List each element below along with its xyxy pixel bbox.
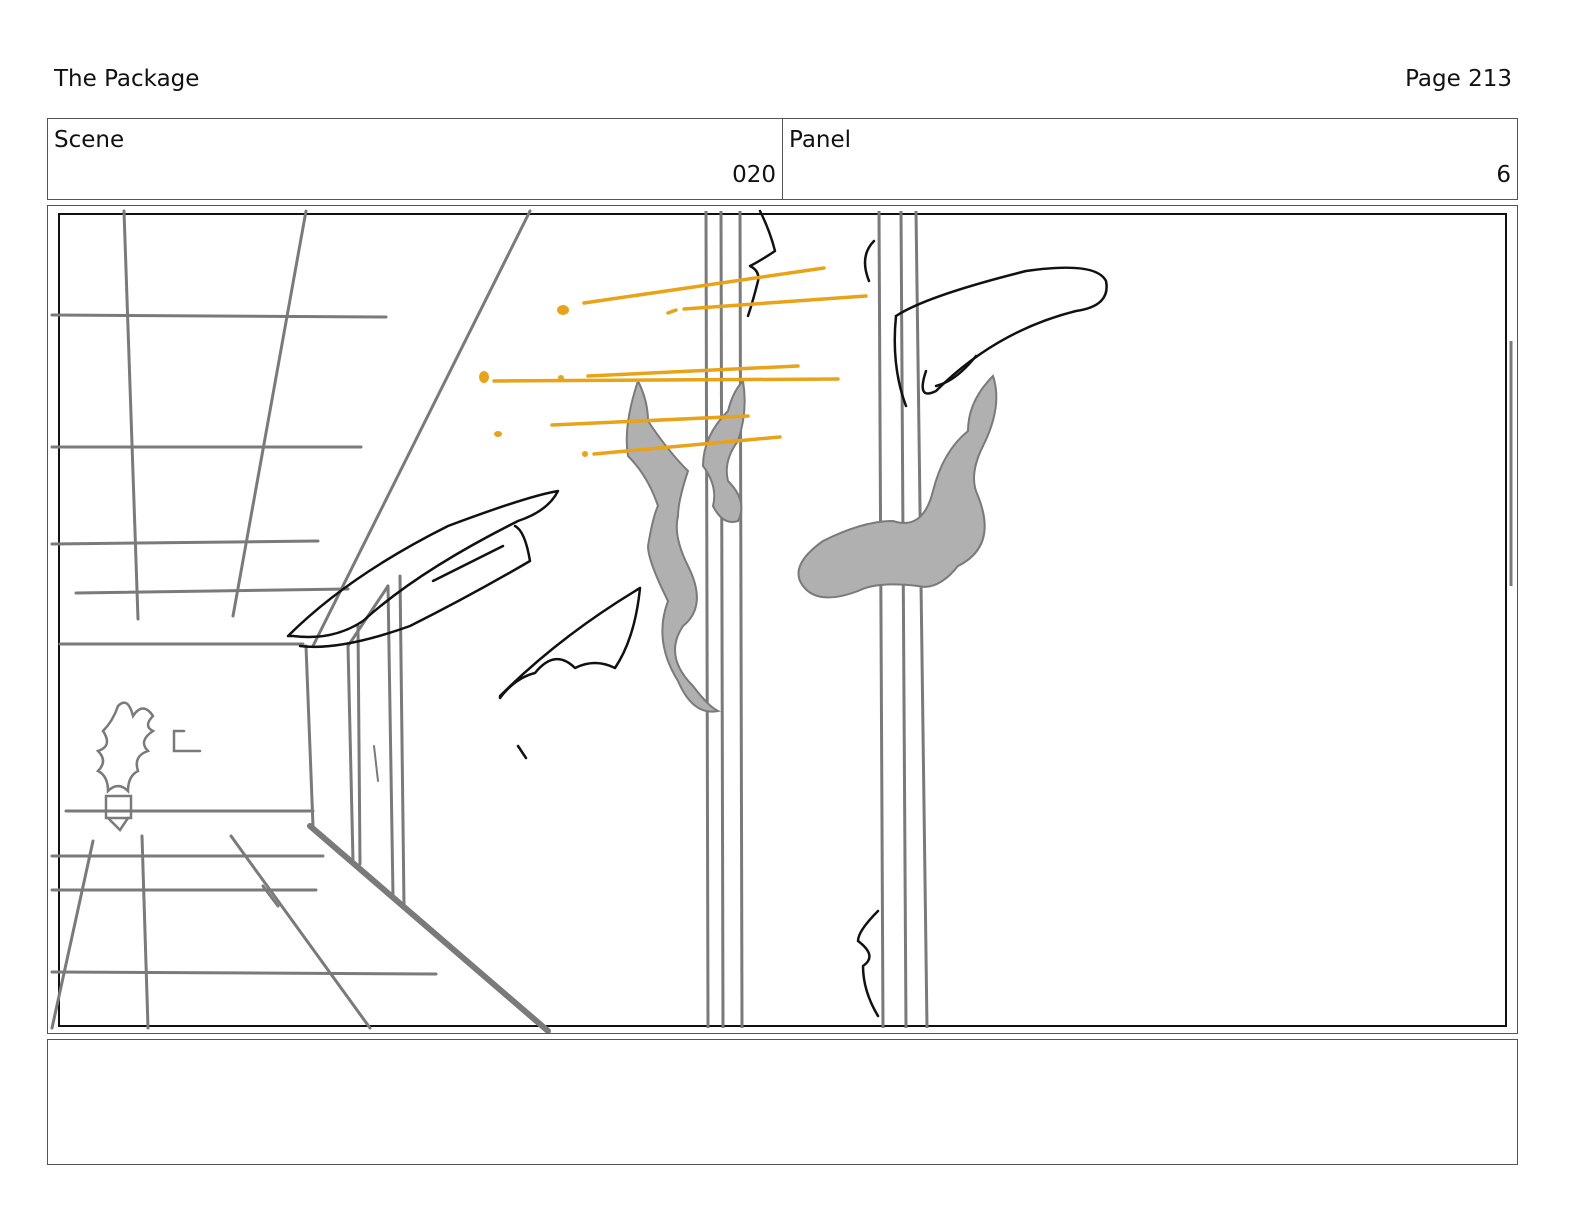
pole-left [704,210,744,1029]
ceiling-grid [50,209,532,648]
scene-number: 020 [732,162,776,188]
notes-box [47,1039,1518,1165]
pole-right [877,210,1513,1029]
scene-cell: Scene 020 [48,119,782,199]
inner-frame [58,213,1507,1027]
flying-debris-ink [286,209,1108,1018]
potted-plant-sketch [95,701,202,832]
panel-label: Panel [789,127,852,153]
speed-lines [492,266,868,456]
scene-panel-info: Scene 020 Panel 6 [47,118,1518,200]
page-number: Page 213 [1405,66,1512,92]
panel-number: 6 [1496,162,1511,188]
speed-dots [479,305,588,457]
floor-grid [50,809,438,1030]
panel-cell: Panel 6 [782,119,1517,199]
document-title: The Package [54,66,200,92]
storyboard-panel [47,205,1518,1034]
splash-fluid [625,374,998,713]
corridor-wall [304,574,551,1033]
storyboard-sketch [50,209,1513,1033]
scene-label: Scene [54,127,125,153]
